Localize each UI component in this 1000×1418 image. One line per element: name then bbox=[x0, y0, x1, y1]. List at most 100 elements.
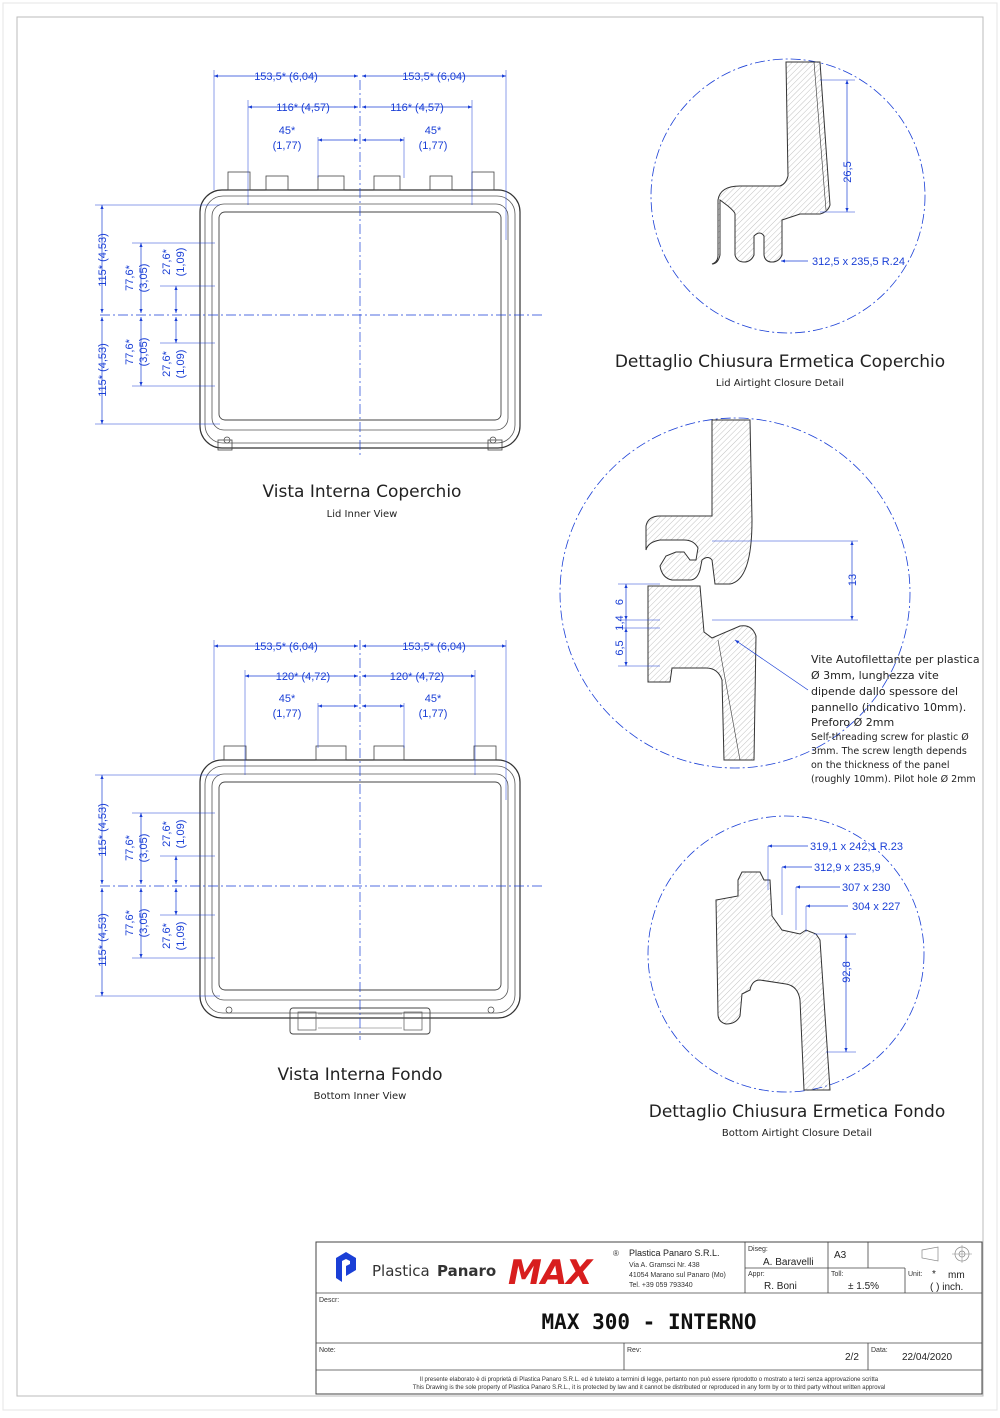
screw-note-en-1: Self-threading screw for plastic Ø bbox=[811, 732, 969, 743]
bottom-view-title: Vista Interna Fondo bbox=[277, 1065, 442, 1085]
bottom-detail-dim-d: 304 x 227 bbox=[852, 901, 900, 913]
descr-label: Descr: bbox=[319, 1297, 339, 1304]
screw-note-it-2: Ø 3mm, lunghezza vite bbox=[811, 669, 939, 682]
lid-dim-inner-bottom-2: (1,09) bbox=[175, 350, 187, 379]
bottom-dim-mid-top-1: 77,6* bbox=[124, 834, 136, 860]
lid-dim-outer-bottom: 115* (4,53) bbox=[97, 343, 109, 397]
bottom-dim-inner-bottom-1: 27,6* bbox=[161, 922, 173, 948]
bottom-dim-mid-bottom-2: (3,05) bbox=[138, 909, 150, 938]
bottom-dim-outer-top: 115* (4,53) bbox=[97, 803, 109, 857]
legal-text-it: Il presente elaborato è di proprietà di … bbox=[420, 1377, 879, 1383]
bottom-dim-inner-left-1: 45* bbox=[279, 693, 296, 705]
bottom-dim-mid-right: 120* (4,72) bbox=[390, 671, 444, 683]
screw-note-it-3: dipende dallo spessore del bbox=[811, 685, 958, 698]
lid-detail-dim-size: 312,5 x 235,5 R.24 bbox=[812, 256, 905, 268]
screw-note-it-1: Vite Autofilettante per plastica bbox=[811, 653, 980, 666]
screw-dim-1-4: 1,4 bbox=[614, 615, 626, 630]
bottom-detail-dim-c: 307 x 230 bbox=[842, 882, 890, 894]
lid-dim-inner-bottom-1: 27,6* bbox=[161, 350, 173, 376]
legal-text-en: This Drawing is the sole property of Pla… bbox=[413, 1385, 886, 1391]
lid-dim-inner-left-1: 45* bbox=[279, 125, 296, 137]
lid-dim-outer-left: 153,5* (6,04) bbox=[254, 71, 318, 83]
bottom-dim-inner-top-1: 27,6* bbox=[161, 820, 173, 846]
lid-dim-inner-top-2: (1,09) bbox=[175, 248, 187, 277]
bottom-dim-mid-bottom-1: 77,6* bbox=[124, 909, 136, 935]
appr-label: Appr: bbox=[748, 1271, 765, 1278]
unit-inch: ( ) inch. bbox=[930, 1282, 963, 1293]
data-label: Data: bbox=[871, 1347, 888, 1354]
lid-dim-mid-top-1: 77,6* bbox=[124, 264, 136, 290]
lid-detail-dim-height: 26,5 bbox=[842, 161, 854, 182]
title-block: Plastica Panaro MAX ® Plastica Panaro S.… bbox=[315, 1241, 983, 1395]
screw-note-en-4: (roughly 10mm). Pilot hole Ø 2mm bbox=[811, 774, 976, 785]
bottom-detail-dim-a: 319,1 x 242,1 R.23 bbox=[810, 841, 903, 853]
bottom-detail-dim-b: 312,9 x 235,9 bbox=[814, 862, 881, 874]
lid-view-title: Vista Interna Coperchio bbox=[263, 482, 462, 502]
unit-label: Unit: bbox=[908, 1271, 922, 1278]
lid-detail-subtitle: Lid Airtight Closure Detail bbox=[716, 378, 844, 389]
logo-text-2: Panaro bbox=[437, 1262, 496, 1280]
lid-detail-title: Dettaglio Chiusura Ermetica Coperchio bbox=[615, 352, 945, 372]
screw-note-it-4: pannello (indicativo 10mm). bbox=[811, 701, 966, 714]
lid-view-labels: 153,5* (6,04) 153,5* (6,04) 116* (4,57) … bbox=[97, 71, 466, 520]
lid-dim-mid-bottom-1: 77,6* bbox=[124, 338, 136, 364]
unit-mm: mm bbox=[948, 1270, 965, 1281]
bottom-dim-mid-top-2: (3,05) bbox=[138, 834, 150, 863]
screw-note-en-3: on the thickness of the panel bbox=[811, 760, 950, 771]
bottom-dim-outer-bottom: 115* (4,53) bbox=[97, 913, 109, 967]
projection-symbol-icon bbox=[921, 1245, 972, 1263]
date-value: 22/04/2020 bbox=[902, 1352, 952, 1363]
registered-mark: ® bbox=[613, 1249, 619, 1258]
bottom-dim-outer-right: 153,5* (6,04) bbox=[402, 641, 466, 653]
screw-dim-6-5: 6,5 bbox=[614, 640, 626, 655]
bottom-dim-inner-bottom-2: (1,09) bbox=[175, 922, 187, 951]
screw-note-it-5: Preforo Ø 2mm bbox=[811, 716, 894, 729]
lid-detail: 26,5 312,5 x 235,5 R.24 Dettaglio Chiusu… bbox=[615, 58, 945, 389]
lid-dim-inner-top-1: 27,6* bbox=[161, 248, 173, 274]
bottom-view-subtitle: Bottom Inner View bbox=[314, 1091, 407, 1102]
lid-view-subtitle: Lid Inner View bbox=[327, 509, 398, 520]
max-brand-logo: MAX bbox=[508, 1253, 594, 1293]
bottom-dim-inner-left-2: (1,77) bbox=[273, 708, 302, 720]
format-value: A3 bbox=[834, 1250, 847, 1261]
lid-dim-mid-right: 116* (4,57) bbox=[390, 102, 444, 114]
lid-dim-mid-left: 116* (4,57) bbox=[276, 102, 330, 114]
appr-value: R. Boni bbox=[764, 1281, 797, 1292]
sheet-number: 2/2 bbox=[845, 1352, 859, 1363]
bottom-dim-inner-right-2: (1,77) bbox=[419, 708, 448, 720]
logo-text-1: Plastica bbox=[372, 1262, 430, 1280]
lid-dim-inner-right-1: 45* bbox=[425, 125, 442, 137]
bottom-detail-dim-height: 92,8 bbox=[841, 961, 853, 982]
company-addr-2: 41054 Marano sul Panaro (Mo) bbox=[629, 1272, 726, 1279]
lid-dim-outer-top: 115* (4,53) bbox=[97, 233, 109, 287]
note-label: Note: bbox=[319, 1347, 336, 1354]
bottom-dim-inner-top-2: (1,09) bbox=[175, 820, 187, 849]
company-name: Plastica Panaro S.R.L. bbox=[629, 1248, 720, 1258]
lid-dim-mid-top-2: (3,05) bbox=[138, 264, 150, 293]
bottom-detail: 319,1 x 242,1 R.23 312,9 x 235,9 307 x 2… bbox=[647, 815, 945, 1139]
lid-dim-inner-right-2: (1,77) bbox=[419, 140, 448, 152]
bottom-dim-mid-left: 120* (4,72) bbox=[276, 671, 330, 683]
screw-note-en-2: 3mm. The screw length depends bbox=[811, 746, 967, 757]
bottom-detail-subtitle: Bottom Airtight Closure Detail bbox=[722, 1128, 872, 1139]
sheet-border bbox=[16, 16, 984, 1397]
lid-dim-outer-right: 153,5* (6,04) bbox=[402, 71, 466, 83]
diseg-label: Diseg: bbox=[748, 1246, 768, 1253]
rev-label: Rev: bbox=[627, 1347, 641, 1354]
bottom-dim-inner-right-1: 45* bbox=[425, 693, 442, 705]
lid-dim-inner-left-2: (1,77) bbox=[273, 140, 302, 152]
company-addr-3: Tel. +39 059 793340 bbox=[629, 1282, 693, 1289]
bottom-view-labels: 153,5* (6,04) 153,5* (6,04) 120* (4,72) … bbox=[97, 641, 466, 1102]
drawing-title: MAX 300 - INTERNO bbox=[542, 1310, 757, 1334]
company-addr-1: Via A. Gramsci Nr. 438 bbox=[629, 1262, 700, 1269]
screw-dim-6: 6 bbox=[614, 599, 626, 605]
screw-detail: 13 6 1,4 6,5 Vite Autofilettante per pla… bbox=[559, 417, 980, 785]
unit-star: * bbox=[932, 1269, 936, 1280]
diseg-value: A. Baravelli bbox=[763, 1257, 814, 1268]
lid-inner-view bbox=[95, 70, 545, 455]
bottom-inner-view bbox=[95, 640, 545, 1040]
plastica-panaro-logo bbox=[336, 1252, 356, 1282]
